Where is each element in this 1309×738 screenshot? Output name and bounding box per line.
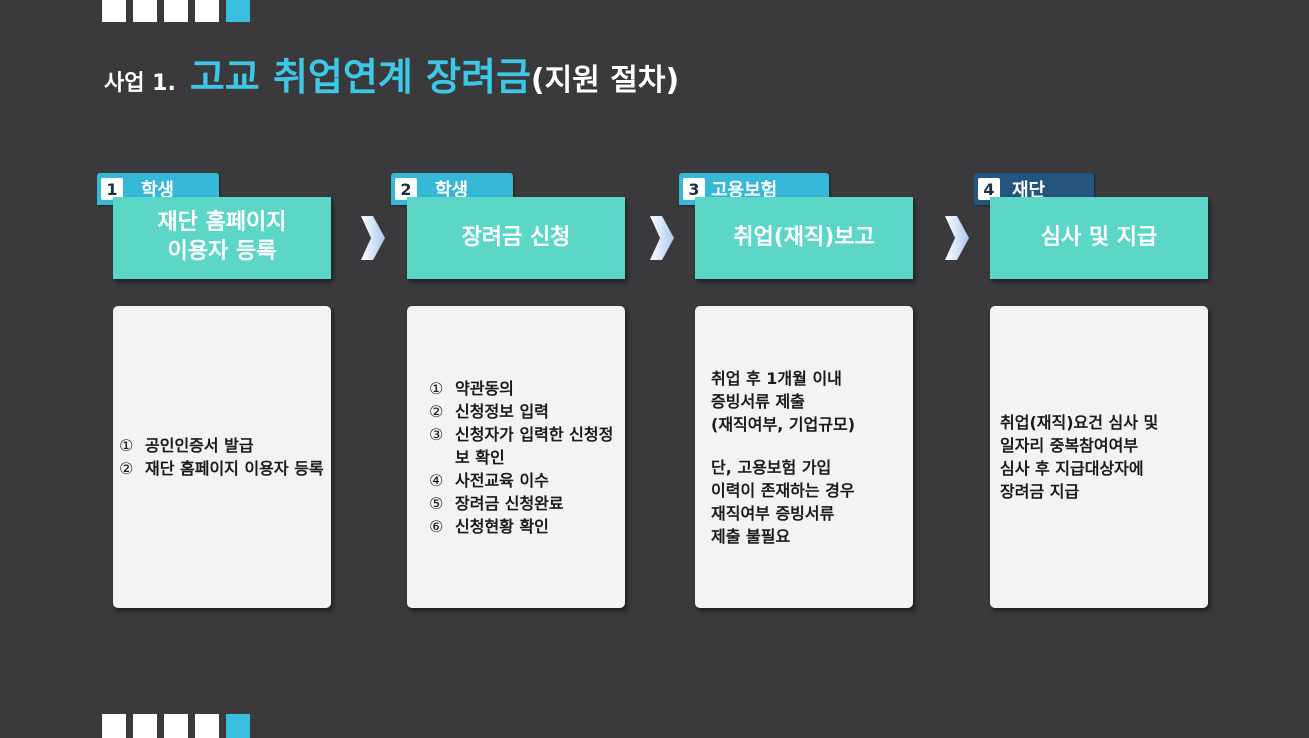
step-1-actor: 학생 xyxy=(141,180,175,201)
deco-square xyxy=(164,0,188,22)
step-3-number: 3 xyxy=(683,178,705,200)
step-4-number: 4 xyxy=(978,178,1000,200)
deco-square xyxy=(102,0,126,22)
page-title: 사업 1. 고교 취업연계 장려금 (지원 절차) xyxy=(104,46,679,101)
step-4-body: 취업(재직)요건 심사 및 일자리 중복참여여부 심사 후 지급대상자에 장려금… xyxy=(990,306,1208,608)
bottom-decoration xyxy=(102,714,250,738)
deco-square xyxy=(195,714,219,738)
title-prefix: 사업 1. xyxy=(104,71,176,96)
deco-square xyxy=(195,0,219,22)
step-4-actor: 재단 xyxy=(1012,180,1046,201)
step-2-heading: 장려금 신청 xyxy=(407,197,625,279)
deco-square-accent xyxy=(226,0,250,22)
title-main: 고교 취업연계 장려금 xyxy=(189,55,531,99)
step-4-heading: 심사 및 지급 xyxy=(990,197,1208,279)
step-2-number: 2 xyxy=(395,178,417,200)
step-3-exception: 단, 고용보험 가입 이력이 존재하는 경우 재직여부 증빙서류 제출 불필요 xyxy=(711,457,855,546)
arrow-icon xyxy=(650,216,674,260)
top-decoration xyxy=(102,0,250,22)
arrow-icon xyxy=(945,216,969,260)
arrow-icon xyxy=(361,216,385,260)
title-suffix: (지원 절차) xyxy=(530,63,680,98)
step-3-body: 취업 후 1개월 이내 증빙서류 제출 (재직여부, 기업규모) 단, 고용보험… xyxy=(695,306,913,608)
step-1-number: 1 xyxy=(101,178,123,200)
step-3-requirement: 취업 후 1개월 이내 증빙서류 제출 (재직여부, 기업규모) xyxy=(711,368,856,434)
deco-square xyxy=(164,714,188,738)
deco-square xyxy=(133,0,157,22)
step-1-heading: 재단 홈페이지 이용자 등록 xyxy=(113,197,331,279)
deco-square-accent xyxy=(226,714,250,738)
deco-square xyxy=(133,714,157,738)
step-2-actor: 학생 xyxy=(435,180,469,201)
step-3-heading: 취업(재직)보고 xyxy=(695,197,913,279)
step-4-description: 취업(재직)요건 심사 및 일자리 중복참여여부 심사 후 지급대상자에 장려금… xyxy=(1000,413,1159,501)
deco-square xyxy=(102,714,126,738)
step-3-actor: 고용보험 xyxy=(711,180,778,201)
